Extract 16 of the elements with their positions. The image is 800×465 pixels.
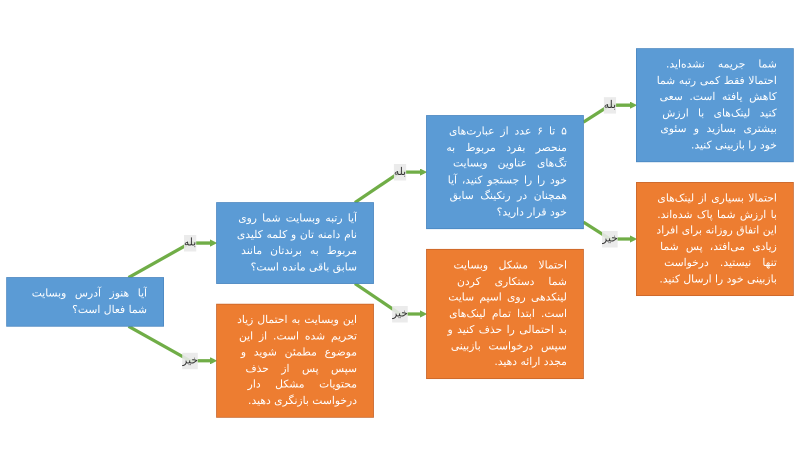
arrow <box>582 220 637 242</box>
node-box: این وبسایت به احتمال زیاد تحریم شده است. از این موضوع مطمئن شوید و سپس پس از حذف محتویات مشکل دار درخواست بازنگری دهید. <box>216 303 374 418</box>
node-box: احتمالا بسیاری از لینک‌های با ارزش شما پاک شده‌اند. این اتفاق روزانه برای افراد زیادی می‌افتد، پس شما تنها نیستید. درخواست بازبینی خود را ارسال کنید. <box>636 182 794 296</box>
edge-label: بله <box>394 165 406 178</box>
arrow <box>582 101 637 123</box>
node-box: ۵ تا ۶ عدد از عبارت‌های منحصر بفرد مربوط به تگ‌های عناوین وبسایت خود را را جستجو کنید، آیا همچنان در رنکینگ سابق خود قرار دارید؟ <box>426 114 584 229</box>
arrow <box>354 282 427 318</box>
arrow <box>128 324 217 364</box>
node-box: شما جریمه نشده‌اید. احتمالا فقط کمی رتبه شما کاهش یافته است. سعی کنید لینک‌های با ارزش بیشتری بسازید و سئوی خود را بازبینی کنید. <box>636 48 794 162</box>
arrow <box>128 238 217 278</box>
node-box: آیا رتبه وبسایت شما روی نام دامنه تان و کلمه کلیدی مربوط به برندتان مانند سابق باقی مانده است؟ <box>216 202 374 284</box>
edge-label: بله <box>604 98 616 111</box>
node-box: احتمالا مشکل وبسایت شما دستکاری کردن لینکدهی روی اسپم سایت است. ابتدا تمام لینک‌های بد احتمالی را حذف کنید و سپس درخواست بازبینی مجدد ارائه دهید. <box>426 248 584 379</box>
arrow <box>354 168 427 204</box>
node-box: آیا هنوز آدرس وبسایت شما فعال است؟ <box>6 276 164 326</box>
edge-label: بله <box>184 236 196 249</box>
